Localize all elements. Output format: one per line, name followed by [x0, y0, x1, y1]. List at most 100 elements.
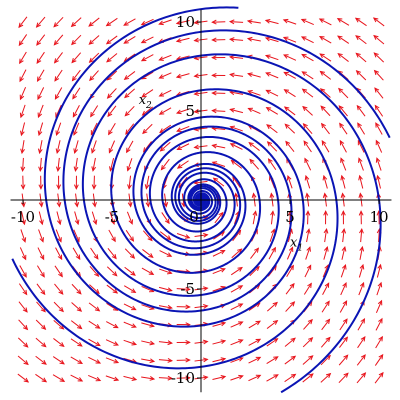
field-arrow — [55, 140, 61, 155]
field-arrow — [176, 143, 190, 150]
field-arrow — [340, 210, 346, 225]
field-arrow — [355, 35, 367, 45]
field-arrow — [124, 248, 136, 259]
field-arrow — [228, 37, 244, 42]
field-arrow — [284, 355, 297, 365]
field-arrow — [71, 34, 82, 46]
field-arrow — [88, 52, 100, 63]
field-arrow — [109, 211, 116, 226]
field-arrow — [176, 233, 191, 239]
field-arrow — [338, 105, 348, 117]
field-arrow — [158, 19, 172, 26]
field-arrow — [376, 174, 381, 189]
field-arrow — [229, 143, 243, 150]
field-arrow — [105, 17, 118, 27]
field-arrow — [374, 87, 384, 99]
field-arrow — [88, 374, 102, 382]
field-arrow — [283, 54, 297, 61]
field-arrow — [285, 140, 295, 152]
field-arrow — [18, 319, 29, 331]
field-arrow — [267, 265, 277, 277]
field-arrow — [304, 264, 312, 278]
field-arrow — [357, 336, 366, 349]
field-arrow — [38, 157, 43, 173]
field-arrow — [106, 266, 118, 277]
field-arrow — [211, 55, 226, 61]
field-arrow — [286, 246, 294, 260]
field-arrow — [123, 321, 137, 328]
field-arrow — [176, 160, 189, 169]
field-arrow — [355, 52, 367, 63]
field-arrow — [70, 320, 83, 330]
field-arrow — [71, 69, 81, 82]
field-arrow — [176, 125, 190, 133]
field-arrow — [321, 318, 331, 331]
field-arrow — [231, 248, 243, 259]
field-arrow — [159, 268, 173, 275]
field-arrow — [123, 375, 138, 381]
field-arrow — [282, 36, 297, 43]
field-arrow — [89, 70, 99, 82]
field-arrow — [230, 303, 244, 311]
field-arrow — [248, 320, 261, 329]
field-arrow — [142, 123, 153, 135]
field-arrow — [323, 246, 329, 260]
field-arrow — [36, 51, 45, 64]
x-tick-label: -5 — [105, 208, 120, 226]
x-tick-label: 0 — [189, 208, 199, 226]
x-tick-label: 5 — [285, 208, 295, 226]
field-arrow — [305, 246, 311, 260]
field-arrow — [37, 247, 45, 261]
field-arrow — [176, 375, 191, 381]
field-arrow — [339, 139, 347, 153]
field-arrow — [74, 211, 80, 226]
field-arrow — [107, 105, 117, 118]
field-arrow — [158, 107, 172, 115]
field-arrow — [142, 249, 154, 259]
field-arrow — [286, 174, 293, 189]
field-arrow — [266, 124, 278, 134]
field-arrow — [248, 374, 262, 382]
field-arrow — [283, 71, 296, 79]
field-arrow — [20, 229, 27, 243]
field-arrow — [212, 357, 227, 363]
field-arrow — [302, 373, 314, 383]
field-arrow — [356, 354, 366, 366]
field-arrow — [176, 286, 191, 292]
field-arrow — [123, 285, 137, 293]
field-arrow — [20, 175, 26, 190]
field-arrow — [303, 140, 312, 153]
field-arrow — [319, 70, 332, 80]
field-arrow — [375, 122, 383, 135]
field-arrow — [54, 69, 63, 82]
field-arrow — [73, 140, 79, 154]
field-arrow — [126, 158, 133, 172]
field-arrow — [321, 140, 330, 153]
field-arrow — [355, 70, 367, 81]
field-arrow — [247, 90, 261, 96]
field-arrow — [211, 19, 226, 25]
field-arrow — [321, 300, 330, 313]
field-arrow — [107, 248, 117, 260]
field-arrow — [158, 358, 174, 363]
field-arrow — [37, 104, 44, 119]
field-arrow — [36, 34, 46, 46]
field-arrow — [305, 210, 311, 225]
field-arrow — [265, 72, 279, 79]
field-arrow — [338, 354, 349, 366]
y-tick-label: 10 — [176, 13, 195, 31]
field-arrow — [375, 335, 383, 349]
field-arrow — [229, 72, 244, 78]
field-arrow — [358, 174, 364, 189]
field-arrow — [88, 338, 101, 347]
field-arrow — [248, 141, 260, 151]
field-arrow — [123, 339, 138, 346]
field-arrow — [36, 265, 45, 278]
field-arrow — [323, 210, 329, 225]
field-arrow — [249, 158, 260, 170]
field-arrow — [339, 318, 348, 331]
field-arrow — [20, 122, 26, 137]
field-arrow — [301, 88, 314, 98]
field-arrow — [285, 301, 296, 312]
